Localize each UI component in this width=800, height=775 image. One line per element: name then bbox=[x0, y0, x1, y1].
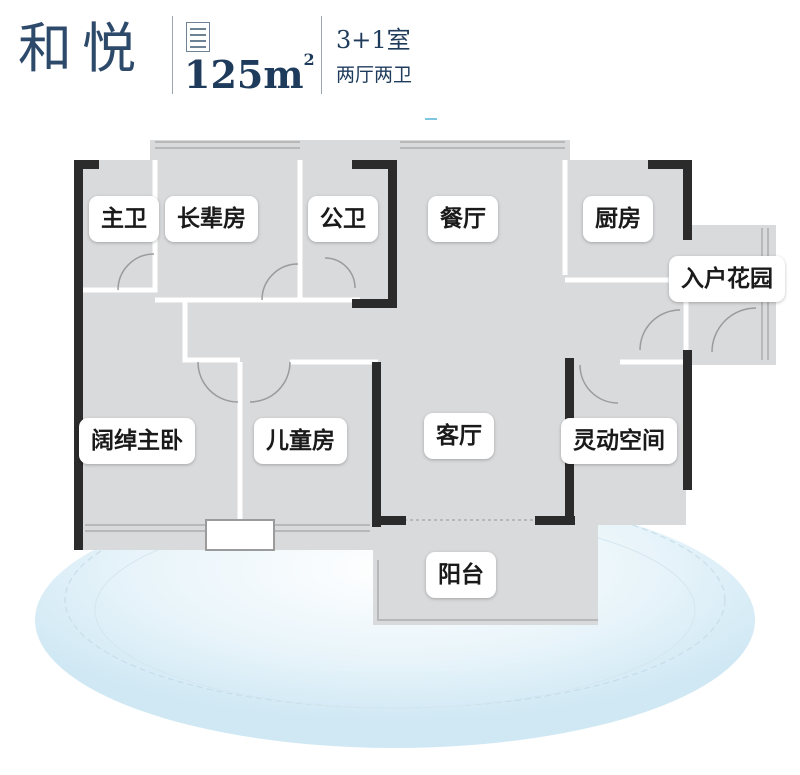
room-label-dining: 餐厅 bbox=[428, 196, 498, 242]
room-label-kitchen: 厨房 bbox=[583, 196, 653, 242]
halo-ring bbox=[64, 491, 726, 709]
room-count: 3+1室 bbox=[336, 26, 411, 54]
room-label-kids-room: 儿童房 bbox=[254, 418, 347, 464]
room-label-master-bedroom: 阔绰主卧 bbox=[79, 418, 195, 464]
partitions bbox=[80, 160, 689, 520]
room-label-living: 客厅 bbox=[424, 413, 494, 459]
room-label-elder-room: 长辈房 bbox=[165, 196, 258, 242]
room-label-flex-space: 灵动空间 bbox=[561, 418, 677, 464]
project-title: 和悦 bbox=[18, 17, 146, 80]
room-label-master-bath: 主卫 bbox=[89, 196, 159, 242]
accent-line bbox=[425, 118, 437, 120]
door-swings bbox=[117, 253, 757, 404]
room-label-balcony: 阳台 bbox=[426, 552, 496, 598]
room-label-public-bath: 公卫 bbox=[308, 196, 378, 242]
divider bbox=[321, 16, 322, 94]
header: 和悦 125m2 3+1室 两厅两卫 bbox=[0, 0, 800, 120]
area-value: 125m2 bbox=[184, 50, 315, 97]
brand-seal-icon bbox=[186, 22, 210, 52]
room-label-entry-garden: 入户花园 bbox=[669, 256, 785, 302]
divider bbox=[172, 16, 173, 94]
bay-window bbox=[205, 519, 275, 551]
halls-baths: 两厅两卫 bbox=[336, 64, 413, 86]
